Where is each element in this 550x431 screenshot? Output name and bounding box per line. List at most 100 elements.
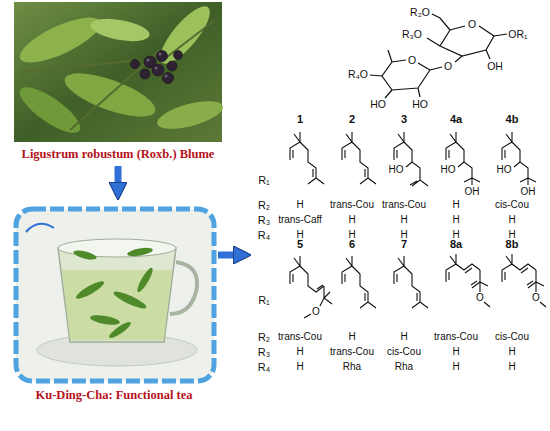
structure-6 bbox=[342, 256, 376, 308]
table-cell: H bbox=[508, 214, 515, 226]
table-cell: H bbox=[400, 214, 407, 226]
cup-handle bbox=[170, 262, 197, 314]
decor-swirl bbox=[26, 224, 54, 232]
atom-label: O bbox=[444, 60, 452, 72]
photo-caption: Ligustrum robustum (Roxb.) Blume bbox=[16, 147, 220, 161]
atom-label: HO bbox=[412, 98, 428, 110]
photo-frame bbox=[16, 209, 214, 381]
compound-number: 8a bbox=[450, 238, 462, 250]
structure-4b bbox=[502, 132, 536, 185]
structure-2 bbox=[342, 132, 376, 184]
table-cell: Rha bbox=[395, 361, 413, 373]
compound-number: 6 bbox=[349, 238, 355, 250]
row-label: R₄ bbox=[258, 229, 270, 241]
plant-photo bbox=[14, 0, 226, 142]
glycoside-structure-panel: R₂OR₃OOOR₁OHOOR₄OHOHO bbox=[256, 0, 548, 385]
atom-label: OH bbox=[521, 186, 536, 198]
leaf bbox=[89, 15, 152, 45]
tea-liquid bbox=[62, 270, 172, 340]
glass-cup bbox=[58, 248, 176, 342]
compound-number: 7 bbox=[401, 238, 407, 250]
compound-number: 1 bbox=[297, 113, 303, 125]
table-cell: H bbox=[296, 346, 303, 358]
atom-label: R₃O bbox=[402, 28, 422, 40]
table-cell: H bbox=[452, 361, 459, 373]
table-cell: cis-Cou bbox=[495, 199, 529, 211]
table-cell: Rha bbox=[343, 361, 361, 373]
table-cell: trans-Cou bbox=[382, 199, 426, 211]
table-cell: H bbox=[452, 199, 459, 211]
row-label: R₃ bbox=[258, 346, 270, 358]
structure-1 bbox=[290, 132, 324, 184]
atom-label: R₄O bbox=[348, 68, 368, 80]
table-cell: cis-Cou bbox=[387, 346, 421, 358]
structure-8a bbox=[446, 254, 490, 307]
tea-leaves bbox=[73, 246, 156, 340]
atom-label: HO bbox=[497, 164, 512, 176]
table-cell: H bbox=[452, 346, 459, 358]
table-cell: H bbox=[508, 346, 515, 358]
table-cell: H bbox=[348, 331, 355, 343]
table-cell: trans-Caff bbox=[278, 214, 322, 226]
table-cell: H bbox=[296, 199, 303, 211]
glucose-ring bbox=[440, 26, 494, 56]
rhamnose-ring bbox=[382, 60, 430, 90]
tea-photo bbox=[16, 209, 214, 381]
leaf bbox=[14, 80, 87, 141]
table-cell: H bbox=[508, 361, 515, 373]
atom-label: O bbox=[476, 292, 484, 304]
atom-label: HO bbox=[370, 98, 386, 110]
table-cell: cis-Cou bbox=[495, 331, 529, 343]
structure-3 bbox=[394, 132, 428, 186]
row-label: R₂ bbox=[258, 331, 270, 343]
atom-label: O bbox=[408, 54, 416, 66]
row-label: R₃ bbox=[258, 214, 270, 226]
table-cell: H bbox=[348, 214, 355, 226]
table-cell: trans-Cou bbox=[330, 346, 374, 358]
atom-label: R₂O bbox=[410, 6, 430, 18]
structure-5 bbox=[290, 256, 332, 318]
compound-number: 5 bbox=[297, 238, 303, 250]
structure-7 bbox=[394, 256, 428, 308]
aglycone-structures bbox=[290, 132, 546, 318]
atom-label: OR₁ bbox=[508, 28, 527, 40]
leaf bbox=[14, 9, 106, 72]
core-structure bbox=[370, 14, 507, 98]
leaf bbox=[154, 96, 225, 135]
berry-cluster bbox=[131, 51, 183, 84]
atom-label: HO bbox=[441, 164, 456, 176]
table-cell: H bbox=[452, 214, 459, 226]
table-cell: trans-Cou bbox=[434, 331, 478, 343]
row-label: R₁ bbox=[258, 294, 270, 306]
atom-label: OH bbox=[465, 186, 480, 198]
row-label: R₂ bbox=[258, 199, 270, 211]
atom-label: HO bbox=[389, 164, 404, 176]
compound-number: 4b bbox=[506, 113, 519, 125]
compound-number: 8b bbox=[506, 238, 519, 250]
plant-photo-panel: Ligustrum robustum (Roxb.) Blume bbox=[12, 2, 224, 163]
flow-arrow bbox=[115, 166, 122, 195]
atom-label: OH bbox=[487, 60, 503, 72]
photo-caption: Ku-Ding-Cha: Functional tea bbox=[16, 388, 212, 402]
berry-highlight bbox=[147, 53, 168, 78]
compound-number: 2 bbox=[349, 113, 355, 125]
compound-number: 3 bbox=[401, 113, 407, 125]
table-cell: trans-Cou bbox=[330, 199, 374, 211]
atom-label: O bbox=[532, 292, 540, 304]
row-label: R₁ bbox=[258, 174, 270, 186]
table-cell: H bbox=[296, 361, 303, 373]
compound-number: 4a bbox=[450, 113, 462, 125]
table-cell: trans-Cou bbox=[278, 331, 322, 343]
atom-label: O bbox=[468, 18, 476, 30]
rhamnose-bonds bbox=[370, 50, 420, 98]
twig bbox=[20, 20, 215, 130]
structure-8b bbox=[502, 254, 546, 307]
row-label: R₄ bbox=[258, 361, 270, 373]
flow-arrow bbox=[218, 252, 246, 259]
table-cell: H bbox=[400, 331, 407, 343]
